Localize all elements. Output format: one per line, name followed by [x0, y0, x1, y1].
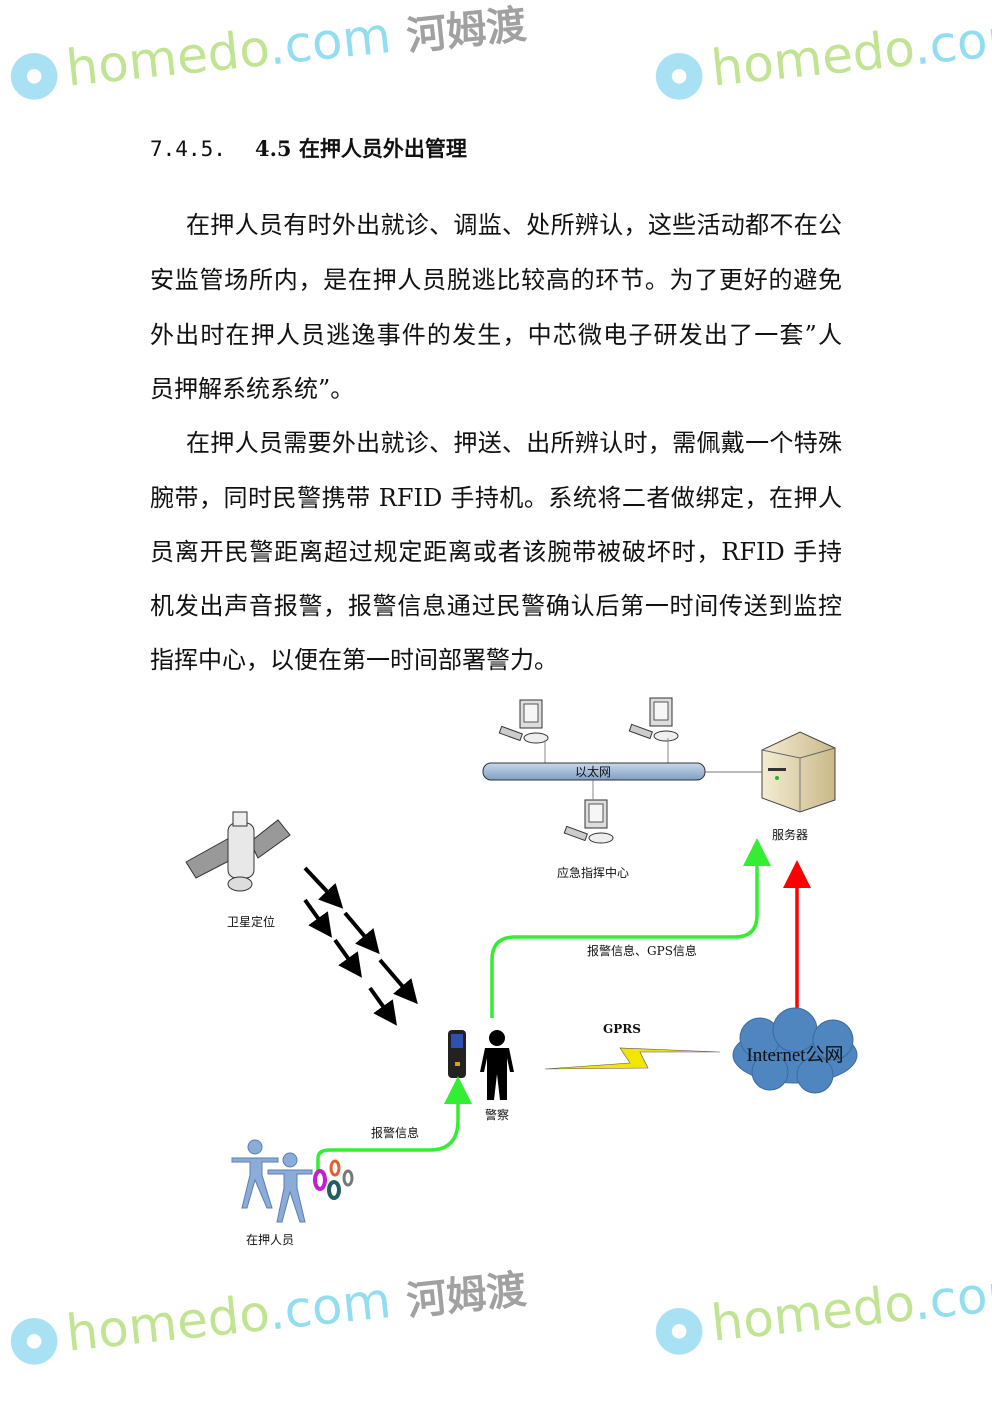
- section-heading: 7.4.5. 4.5 在押人员外出管理: [150, 133, 467, 163]
- server-label: 服务器: [772, 827, 808, 842]
- text-line: 安监管场所内，是在押人员脱逃比较高的环节。为了更好的避免: [150, 266, 842, 294]
- signal-arrows: [303, 866, 418, 1026]
- command-center-label: 应急指挥中心: [557, 865, 629, 880]
- text-line: 外出时在押人员逃逸事件的发生，中芯微电子研发出了一套”人: [150, 321, 842, 349]
- gprs-label: GPRS: [603, 1022, 641, 1036]
- section-title: 4.5 在押人员外出管理: [255, 136, 467, 161]
- police-label: 警察: [485, 1107, 509, 1122]
- server-icon: [761, 731, 836, 813]
- detainee-figures: [231, 1139, 313, 1223]
- rfid-handheld-icon: [448, 1030, 466, 1078]
- cloud-icon: [732, 1007, 858, 1094]
- alarm-gps-arrow: [490, 838, 771, 1018]
- satellite-icon: [185, 811, 291, 892]
- text-line: 在押人员有时外出就诊、调监、处所辨认，这些活动都不在公: [186, 211, 842, 239]
- satellite-label: 卫星定位: [227, 914, 275, 929]
- lightning-icon: [544, 1047, 721, 1070]
- section-number: 7.4.5.: [150, 137, 226, 161]
- wristband-icons: [313, 1159, 354, 1200]
- text-line: 员离开民警距离超过规定距离或者该腕带被破坏时，RFID 手持: [150, 538, 842, 566]
- detainees-label: 在押人员: [246, 1233, 294, 1247]
- ethernet-bus: 以太网: [482, 762, 706, 781]
- text-line: 机发出声音报警，报警信息通过民警确认后第一时间传送到监控: [150, 592, 842, 620]
- computer-icon: [563, 799, 614, 844]
- alarm-label: 报警信息: [371, 1125, 419, 1140]
- text-line: 腕带，同时民警携带 RFID 手持机。系统将二者做绑定，在押人: [150, 484, 842, 512]
- computer-icon: [628, 697, 679, 742]
- text-line: 在押人员需要外出就诊、押送、出所辨认时，需佩戴一个特殊: [186, 429, 842, 457]
- text-line: 员押解系统系统”。: [150, 375, 355, 403]
- computer-icon: [498, 699, 549, 744]
- alarm-arrow: [316, 1076, 472, 1172]
- text-line: 指挥中心，以便在第一时间部署警力。: [150, 646, 558, 674]
- internet-label: Internet公网: [746, 1045, 843, 1066]
- svg-text:以太网: 以太网: [575, 764, 611, 779]
- police-figure: [480, 1030, 514, 1100]
- alarm-gps-label: 报警信息、GPS信息: [587, 943, 697, 958]
